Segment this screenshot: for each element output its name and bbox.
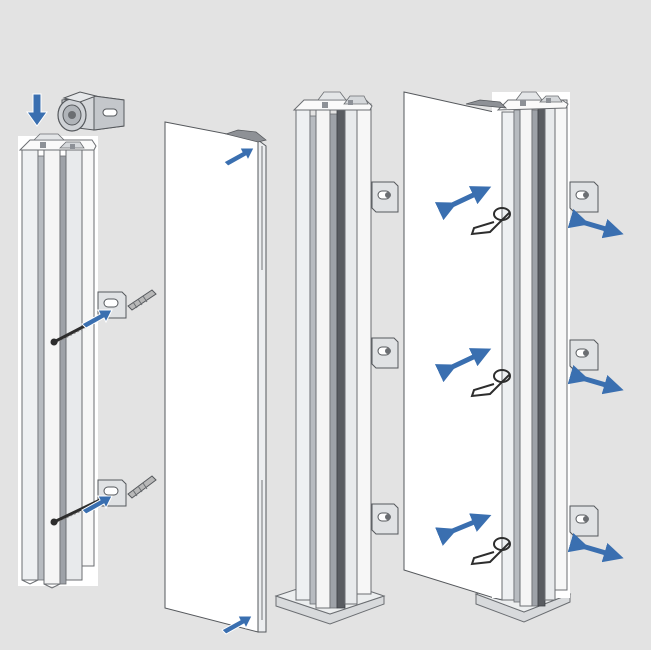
spring-clip-icon bbox=[470, 537, 511, 566]
wall-bracket-icon bbox=[569, 339, 599, 371]
wall-bracket-icon bbox=[569, 505, 599, 537]
glass-panel bbox=[164, 121, 259, 633]
wall-bracket-icon bbox=[371, 503, 399, 535]
glass-panel-edge bbox=[257, 139, 267, 633]
insert-arrow-icon bbox=[221, 615, 253, 635]
double-arrow-icon bbox=[434, 186, 492, 221]
insert-arrow-icon bbox=[81, 309, 113, 329]
spring-clip-icon bbox=[470, 369, 511, 398]
double-arrow-icon bbox=[567, 209, 624, 239]
profile-1 bbox=[18, 133, 97, 589]
top-connector-on-panel bbox=[465, 99, 508, 109]
top-connector-icon bbox=[57, 91, 125, 132]
double-arrow-icon bbox=[434, 348, 492, 383]
down-arrow-icon bbox=[26, 93, 48, 127]
wall-plug-icon bbox=[127, 475, 157, 499]
spring-clip-icon bbox=[470, 207, 511, 236]
double-arrow-icon bbox=[567, 365, 624, 395]
insert-arrow-icon bbox=[81, 495, 113, 515]
double-arrow-icon bbox=[567, 533, 624, 563]
step-2-group bbox=[164, 121, 267, 635]
step-1-group bbox=[18, 91, 157, 589]
wall-bracket-icon bbox=[371, 181, 399, 213]
profile-3 bbox=[292, 91, 373, 609]
top-connector-on-panel bbox=[224, 129, 267, 143]
wall-plug-icon bbox=[127, 289, 157, 311]
insert-arrow-icon bbox=[223, 147, 255, 167]
step-3-group bbox=[274, 91, 399, 625]
step-4-group bbox=[403, 91, 624, 623]
double-arrow-icon bbox=[435, 513, 492, 546]
wall-bracket-icon bbox=[569, 181, 599, 213]
profile-4 bbox=[465, 91, 569, 607]
wall-bracket-icon bbox=[371, 337, 399, 369]
